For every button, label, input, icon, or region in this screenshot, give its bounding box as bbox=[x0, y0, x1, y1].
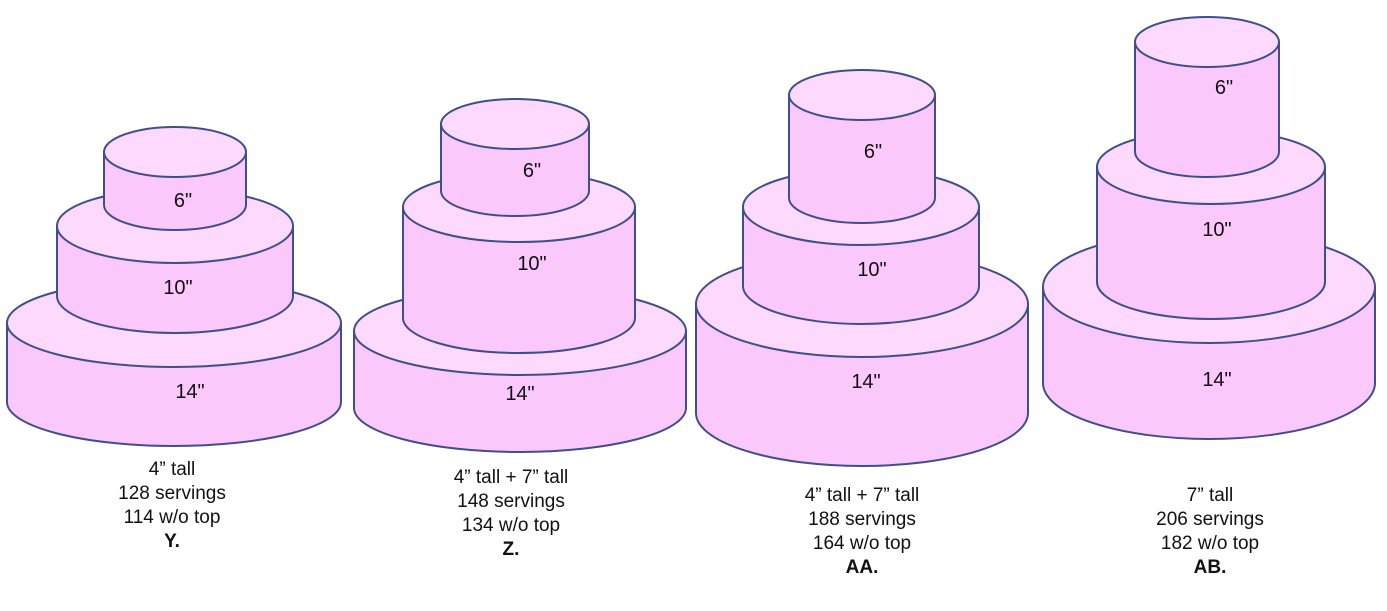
tier-size-label: 6" bbox=[1215, 77, 1233, 99]
tier-size-label: 10" bbox=[1202, 219, 1231, 241]
cake-id: AA. bbox=[845, 557, 879, 578]
cake-height: 7” tall bbox=[1186, 485, 1234, 506]
tier-side bbox=[1096, 166, 1326, 320]
cake-servings-without-top: 164 w/o top bbox=[812, 533, 912, 554]
cake-servings-without-top: 114 w/o top bbox=[123, 507, 221, 528]
cake-servings-without-top: 182 w/o top bbox=[1160, 533, 1260, 554]
cake-height: 4” tall + 7” tall bbox=[804, 485, 920, 506]
cake-aa-caption: 4” tall + 7” tall 188 servings 164 w/o t… bbox=[742, 484, 982, 580]
tier-top bbox=[1134, 16, 1280, 68]
cake-aa-tier-6: 6" bbox=[788, 69, 936, 224]
tier-size-label: 10" bbox=[857, 259, 886, 281]
cake-id: AB. bbox=[1193, 557, 1227, 578]
cake-y: 14" 10" 6" bbox=[6, 126, 342, 447]
cake-ab: 14" 10" 6" bbox=[1042, 16, 1376, 440]
cake-servings-without-top: 134 w/o top bbox=[461, 515, 561, 536]
tier-size-label: 6" bbox=[523, 160, 541, 182]
cake-servings: 148 servings bbox=[457, 491, 565, 512]
tier-side bbox=[440, 123, 590, 217]
cake-aa: 14" 10" 6" bbox=[695, 69, 1029, 467]
tier-top bbox=[788, 69, 936, 121]
cake-servings: 188 servings bbox=[808, 509, 916, 530]
tier-size-label: 10" bbox=[163, 277, 192, 299]
cake-servings: 128 servings bbox=[118, 483, 226, 504]
cake-y-caption: 4” tall 128 servings 114 w/o top Y. bbox=[52, 458, 292, 554]
cake-z-caption: 4” tall + 7” tall 148 servings 134 w/o t… bbox=[391, 466, 631, 562]
tier-side bbox=[788, 94, 936, 224]
cake-ab-tier-6: 6" bbox=[1134, 16, 1280, 178]
tier-size-label: 14" bbox=[851, 371, 880, 393]
tier-size-label: 14" bbox=[1202, 369, 1231, 391]
tier-size-label: 10" bbox=[517, 253, 546, 275]
cake-z: 14" 10" 6" bbox=[353, 98, 687, 453]
cake-ab-caption: 7” tall 206 servings 182 w/o top AB. bbox=[1090, 484, 1330, 580]
cake-height: 4” tall bbox=[148, 459, 196, 480]
tier-top bbox=[103, 126, 247, 178]
tier-top bbox=[440, 98, 590, 150]
cake-height: 4” tall + 7” tall bbox=[453, 467, 569, 488]
tier-side bbox=[1134, 41, 1280, 178]
tier-size-label: 6" bbox=[174, 190, 192, 212]
cake-y-tier-6: 6" bbox=[103, 126, 247, 231]
tier-size-label: 14" bbox=[505, 383, 534, 405]
tier-size-label: 14" bbox=[175, 381, 204, 403]
cake-id: Z. bbox=[502, 539, 520, 560]
cake-id: Y. bbox=[164, 531, 180, 552]
cake-servings: 206 servings bbox=[1156, 509, 1264, 530]
tier-side bbox=[402, 206, 636, 354]
tier-size-label: 6" bbox=[864, 141, 882, 163]
cake-z-tier-6: 6" bbox=[440, 98, 590, 217]
